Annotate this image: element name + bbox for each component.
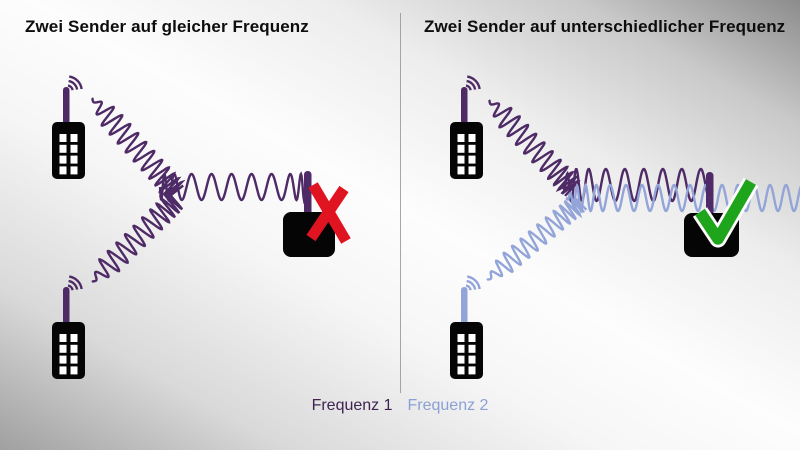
keypad-key [70,355,78,364]
keypad-key [468,355,476,364]
signal-waves-right-panel [486,99,800,281]
phone-transmitter [450,75,483,179]
phone-transmitter [450,275,483,379]
antenna [304,171,312,216]
signal-arcs-icon [466,279,477,290]
keypad-key [59,166,67,175]
keypad-key [70,334,78,342]
keypad-key [70,166,78,175]
x-mark-stroke [306,185,349,242]
panel-title-right: Zwei Sender auf unterschiedlicher Freque… [424,17,786,36]
keypad-key [457,134,465,142]
antenna [63,87,70,127]
phone-body [450,322,483,379]
keypad-key [59,155,67,164]
keypad-key [70,134,78,142]
phone-body [52,322,85,379]
signal-wave-f2 [486,194,588,281]
keypad-key [468,344,476,353]
signal-arcs-icon [68,75,83,90]
phone-transmitter [52,275,85,379]
keypad-key [457,366,465,375]
signal-arcs-icon [67,284,74,291]
signal-arcs-icon [466,275,481,290]
keypad-key [70,344,78,353]
keypad-key [70,144,78,153]
keypad-key [457,355,465,364]
keypad-key [70,366,78,375]
signal-arcs-icon [68,279,79,290]
antenna [461,87,468,127]
x-mark-icon [306,182,351,244]
check-mark-stroke [695,179,756,245]
legend-frequency2-label: Frequenz 2 [407,397,489,414]
signal-wave-f1 [561,167,710,203]
signal-arcs-icon [67,84,74,91]
signal-waves-left-panel [91,97,308,283]
keypad-key [457,166,465,175]
panel-title-left: Zwei Sender auf gleicher Frequenz [25,17,309,36]
check-mark-icon [692,177,759,248]
signal-arcs-icon [465,284,472,291]
signal-wave-f1 [91,192,184,283]
antenna [461,287,468,327]
keypad-key [70,155,78,164]
keypad-key [59,334,67,342]
keypad-key [468,366,476,375]
signal-arcs-icon [68,79,79,90]
keypad-key [59,366,67,375]
phone-body [450,122,483,179]
keypad-key [468,155,476,164]
signal-wave-f1 [91,97,186,200]
phone-body [52,122,85,179]
keypad-key [457,344,465,353]
keypad-key [59,144,67,153]
signal-arcs-icon [466,75,481,90]
signal-wave-f1 [158,171,308,205]
keypad-key [457,155,465,164]
keypad-key [457,144,465,153]
frequency-legend: Frequenz 1 Frequenz 2 [0,397,800,415]
keypad-key [468,134,476,142]
signal-arcs-icon [68,275,83,290]
signal-arcs-icon [465,84,472,91]
keypad-key [468,166,476,175]
transmitter-phones [52,75,483,379]
keypad-key [468,144,476,153]
keypad-key [59,344,67,353]
signal-wave-f1 [488,99,581,197]
legend-frequency1-label: Frequenz 1 [311,397,393,414]
antenna [706,172,714,217]
panel-divider [400,13,401,393]
keypad-key [59,355,67,364]
signal-wave-f2 [565,182,800,214]
keypad-key [59,134,67,142]
keypad-key [468,334,476,342]
signal-arcs-icon [466,79,477,90]
keypad-key [457,334,465,342]
phone-transmitter [52,75,85,179]
antenna [63,287,70,327]
